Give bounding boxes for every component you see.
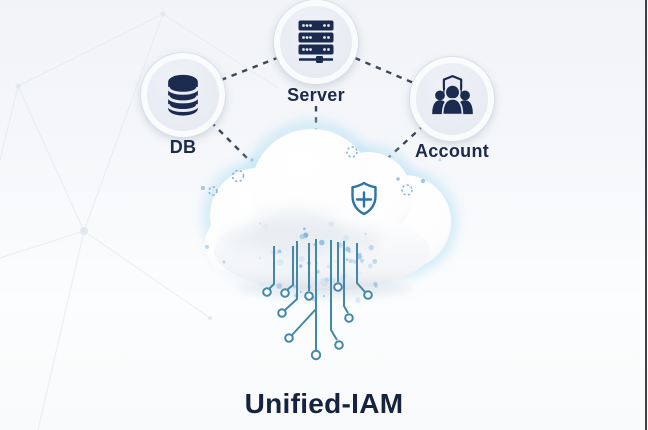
server-icon: [298, 20, 334, 63]
db-node: [141, 53, 225, 137]
connector-db-server: [220, 56, 278, 82]
db-label: DB: [169, 137, 197, 157]
account-node: [410, 57, 494, 141]
account-group-icon: [432, 74, 473, 116]
database-icon: [166, 74, 200, 116]
connector-account-cloud: [387, 124, 425, 159]
shield-plus-icon: [351, 181, 377, 216]
account-label: Account: [414, 141, 490, 161]
diagram-title: Unified-IAM: [244, 388, 404, 419]
connector-db-cloud: [210, 121, 251, 162]
server-label: Server: [287, 85, 345, 105]
right-edge-line: [645, 0, 647, 430]
server-node: [274, 0, 358, 84]
sparkle-particles: [201, 146, 442, 264]
circuit-traces: [262, 239, 373, 361]
